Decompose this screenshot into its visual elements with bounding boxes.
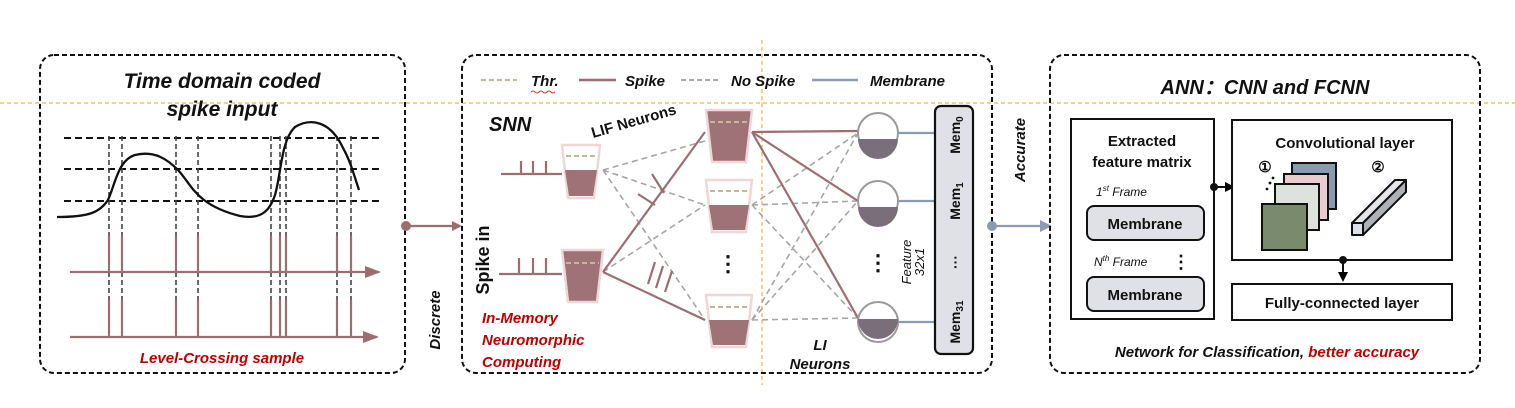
accurate-label: Accurate [1012, 118, 1029, 183]
panel-input-title-line2: spike input [167, 98, 279, 121]
discrete-label: Discrete [427, 290, 444, 349]
legend-spike: Spike [579, 73, 665, 90]
membrane-feature-vector: Mem0 Mem1 ··· Mem31 [933, 104, 975, 356]
svg-text:Membrane: Membrane [1107, 287, 1182, 304]
threshold-levels [64, 137, 380, 202]
no-spike-connections [602, 132, 859, 321]
spike-in-label: Spike in [473, 225, 493, 294]
analog-signal [56, 121, 361, 219]
li-neuron-1 [857, 112, 899, 159]
ann-title: ANN：CNN and FCNN [1160, 77, 1370, 99]
spike-train-2 [70, 300, 379, 343]
input-neuron-2 [560, 248, 605, 304]
li-neuron-2 [857, 180, 899, 227]
fc-layer-box: Fully-connected layer [1231, 283, 1453, 321]
mem-ellipsis: ··· [947, 255, 963, 269]
lif-neuron-2 [704, 178, 754, 234]
snn-caption-line3: Computing [482, 354, 561, 371]
mem-0: Mem0 [947, 116, 966, 154]
li-ellipsis: ⋮ [867, 250, 889, 275]
step1-marker: ① [1258, 159, 1271, 176]
feature-maps-icon [1261, 162, 1337, 251]
snn-caption-line1: In-Memory [482, 310, 559, 327]
snn-title: SNN [489, 114, 532, 136]
legend-no-spike: No Spike [681, 73, 795, 90]
frames-ellipsis: ⋮ [1172, 252, 1190, 272]
spike-train-1 [70, 236, 381, 278]
conv-title: Convolutional layer [1275, 135, 1414, 152]
li-label-line1: LI [813, 337, 827, 354]
step2-marker: ② [1371, 159, 1384, 176]
snn-legend: Thr. Spike No Spike Membrane [481, 73, 945, 94]
flatten-vector-icon [1351, 179, 1407, 236]
frame1-label: 1st Frame [1096, 184, 1147, 199]
svg-text:Membrane: Membrane [870, 73, 945, 90]
crossing-markers [108, 136, 352, 337]
ann-caption: Network for Classification, better accur… [1115, 344, 1420, 361]
connector-accurate: Accurate [987, 118, 1052, 232]
membrane-frame1 [1086, 205, 1205, 241]
arrow-to-fc [1338, 256, 1348, 282]
li-label-line2: Neurons [790, 356, 851, 373]
mem-1: Mem1 [947, 182, 966, 220]
dots-icon [1265, 176, 1275, 191]
legend-threshold: Thr. [481, 73, 559, 94]
arrow-to-conv [1210, 182, 1235, 192]
lif-ellipsis: ⋮ [717, 251, 739, 276]
svg-text:Thr.: Thr. [531, 73, 559, 90]
level-crossing-caption: Level-Crossing sample [140, 350, 304, 367]
frameN-label: Nth Frame [1094, 254, 1148, 269]
snn-caption-line2: Neuromorphic [482, 332, 585, 349]
mem-31: Mem31 [947, 300, 966, 343]
li-neuron-3 [857, 301, 899, 343]
input-spikes [499, 161, 562, 276]
feature-matrix-box: Extracted feature matrix 1st Frame Membr… [1070, 118, 1215, 320]
conv-layer-box: Convolutional layer ① ② [1231, 119, 1453, 261]
lif-neuron-3 [704, 293, 754, 349]
legend-membrane: Membrane [812, 73, 945, 90]
feature-label-line1: Feature [899, 240, 914, 285]
svg-text:No Spike: No Spike [731, 73, 795, 90]
lif-neuron-1 [704, 108, 754, 164]
svg-text:Spike: Spike [625, 73, 665, 90]
panel-snn: Thr. Spike No Spike Membrane SNN LIF Neu… [461, 54, 993, 374]
svg-text:Membrane: Membrane [1107, 216, 1182, 233]
feature-box-title-line1: Extracted [1108, 133, 1176, 150]
input-neuron-1 [560, 143, 602, 200]
panel-ann: ANN：CNN and FCNN Extracted feature matri… [1049, 54, 1481, 374]
feature-label-line2: 32x1 [912, 248, 927, 276]
feature-box-title-line2: feature matrix [1092, 154, 1192, 171]
guide-lines [0, 40, 1515, 385]
panel-input-title-line1: Time domain coded [124, 70, 322, 93]
membrane-frameN [1086, 276, 1205, 312]
spike-connections [602, 129, 859, 321]
connector-discrete: Discrete [401, 221, 462, 350]
lif-neurons-label: LIF Neurons [589, 101, 678, 141]
membrane-outputs [898, 131, 935, 324]
panel-spike-input: Time domain coded spike input [39, 54, 406, 374]
fc-title: Fully-connected layer [1265, 295, 1419, 312]
